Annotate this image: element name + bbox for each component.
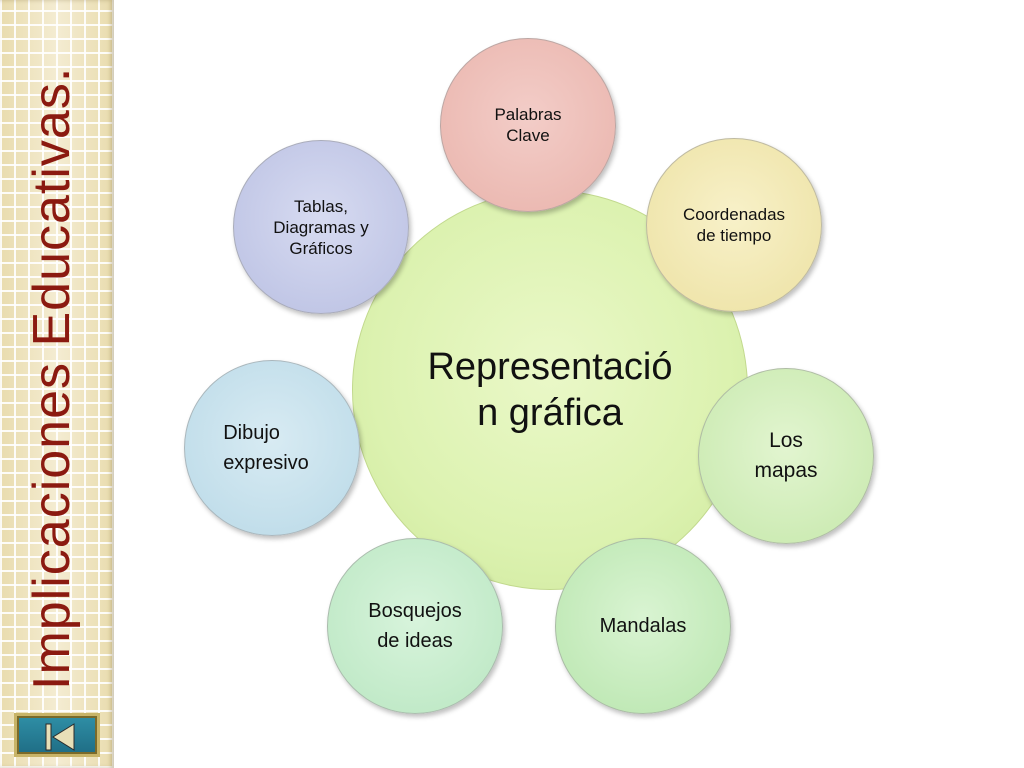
node-label-line: de tiempo [696,226,772,245]
node-label-line: expresivo [223,452,309,474]
node-label-line: Tablas, [294,196,348,216]
node-coordenadas-de-tiempo: Coordenadas de tiempo [646,138,822,312]
slide-title: Implicaciones Educativas. [23,66,81,690]
back-to-start-button[interactable] [14,713,100,757]
node-label-line: Gráficos [289,238,353,258]
node-label-line: Diagramas y [273,217,369,237]
node-dibujo-expresivo: Dibujo expresivo [184,360,360,536]
node-mandalas: Mandalas [555,538,731,714]
node-label-line: Bosquejos [368,600,462,622]
node-bosquejos-de-ideas: Bosquejos de ideas [327,538,503,714]
center-node-line-2: n gráfica [477,392,623,434]
node-label-line: de ideas [377,630,453,652]
node-palabras-clave: Palabras Clave [440,38,616,212]
node-label-line: Coordenadas [682,205,786,224]
node-label-line: Los [769,429,803,452]
node-label-line: mapas [754,459,818,482]
center-node-line-1: Representació [427,346,673,388]
node-label-line: Palabras [494,105,562,124]
node-label-line: Mandalas [599,615,687,637]
node-label-line: Clave [506,126,550,145]
skip-to-start-icon [45,723,75,751]
node-label-line: Dibujo [223,422,280,444]
sidebar-strip: Implicaciones Educativas. [0,0,114,768]
node-tablas-diagramas-graficos: Tablas, Diagramas y Gráficos [233,140,409,314]
node-los-mapas: Los mapas [698,368,874,544]
